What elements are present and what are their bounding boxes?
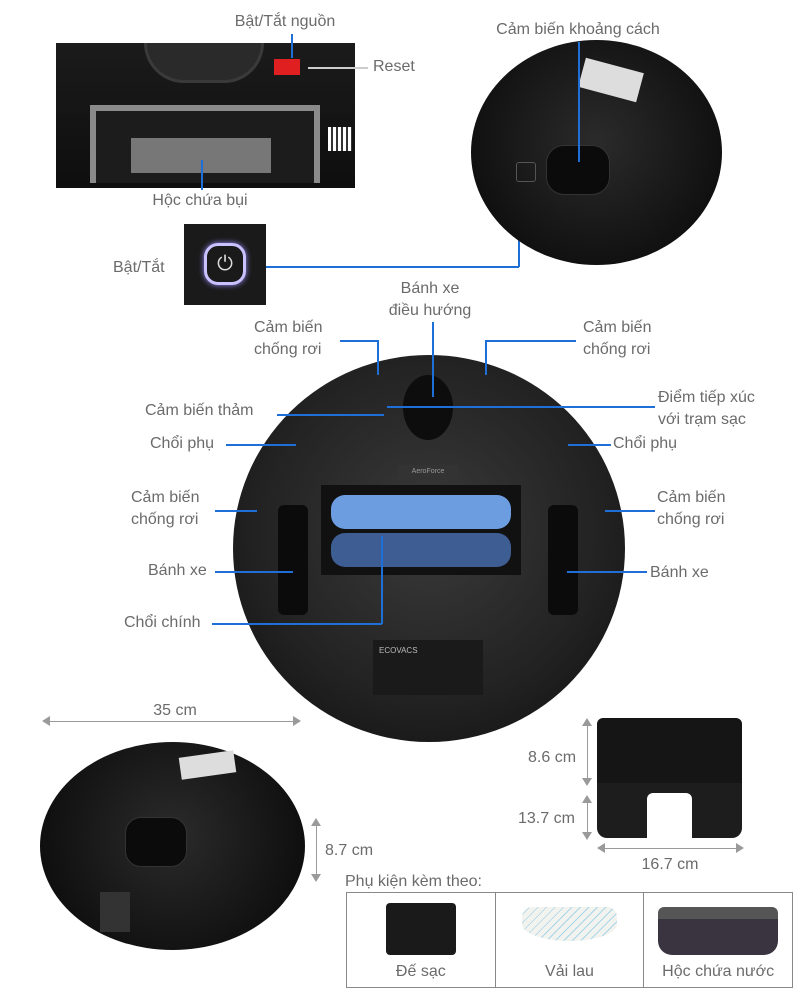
side-brush-l-label: Chổi phụ (150, 435, 215, 452)
cliff-sensor-mr-label: Cảm biến chống rơi (657, 489, 726, 528)
dock-width-label: 16.7 cm (641, 856, 699, 873)
main-brush (321, 485, 521, 575)
dust-bin-photo (56, 43, 355, 188)
power-button-photo: ⏻ (184, 224, 266, 305)
accessory-mop-pad: Vải lau (494, 892, 645, 988)
wheel-r-label: Bánh xe (650, 564, 709, 581)
power-button-label: Bật/Tắt (113, 259, 165, 276)
dock-upper-label: 8.6 cm (528, 749, 577, 766)
brand-label: ECOVACS (379, 646, 418, 655)
accessory-label: Đế sạc (395, 963, 446, 980)
robot-bottom-view: ECOVACS AeroForce (233, 355, 625, 742)
dust-bin-label: Hộc chứa bụi (152, 192, 248, 209)
robot-width-label: 35 cm (153, 702, 197, 719)
right-wheel (548, 505, 578, 615)
robot-perspective-view (40, 742, 305, 950)
distance-sensor-label: Cảm biến khoảng cách (496, 21, 660, 38)
cliff-sensor-tl-label: Cảm biến chống rơi (254, 319, 323, 358)
carpet-sensor-label: Cảm biến thảm (145, 402, 254, 419)
accessories-title: Phụ kiện kèm theo: (345, 873, 482, 890)
accessory-label: Vải lau (545, 963, 594, 980)
accessory-dock: Đế sạc (346, 892, 496, 988)
charging-dock (597, 718, 742, 838)
power-switch-label: Bật/Tắt nguồn (234, 13, 336, 30)
aeroforce-label: AeroForce (398, 465, 458, 479)
power-switch (274, 59, 300, 75)
nav-wheel (403, 375, 453, 440)
cliff-sensor-ml-label: Cảm biến chống rơi (131, 489, 200, 528)
side-brush-r-label: Chổi phụ (613, 435, 678, 452)
left-wheel (278, 505, 308, 615)
robot-height-label: 8.7 cm (325, 842, 374, 859)
reset-label: Reset (373, 58, 415, 75)
power-icon: ⏻ (204, 243, 246, 285)
robot-top-view (471, 40, 722, 265)
accessory-label: Hộc chứa nước (662, 963, 775, 980)
dock-height-label: 13.7 cm (518, 810, 575, 827)
qr-code (328, 127, 352, 151)
lidar-sensor (125, 817, 187, 867)
cliff-sensor-tr-label: Cảm biến chống rơi (583, 319, 652, 358)
accessories-table: Đế sạc Vải lau Hộc chứa nước (346, 892, 793, 988)
main-brush-label: Chổi chính (124, 614, 201, 631)
accessory-water-tank: Hộc chứa nước (643, 892, 793, 988)
wheel-l-label: Bánh xe (148, 562, 207, 579)
charging-contacts-label: Điểm tiếp xúc với trạm sạc (658, 389, 755, 428)
nav-wheel-label: Bánh xe điều hướng (388, 280, 472, 319)
